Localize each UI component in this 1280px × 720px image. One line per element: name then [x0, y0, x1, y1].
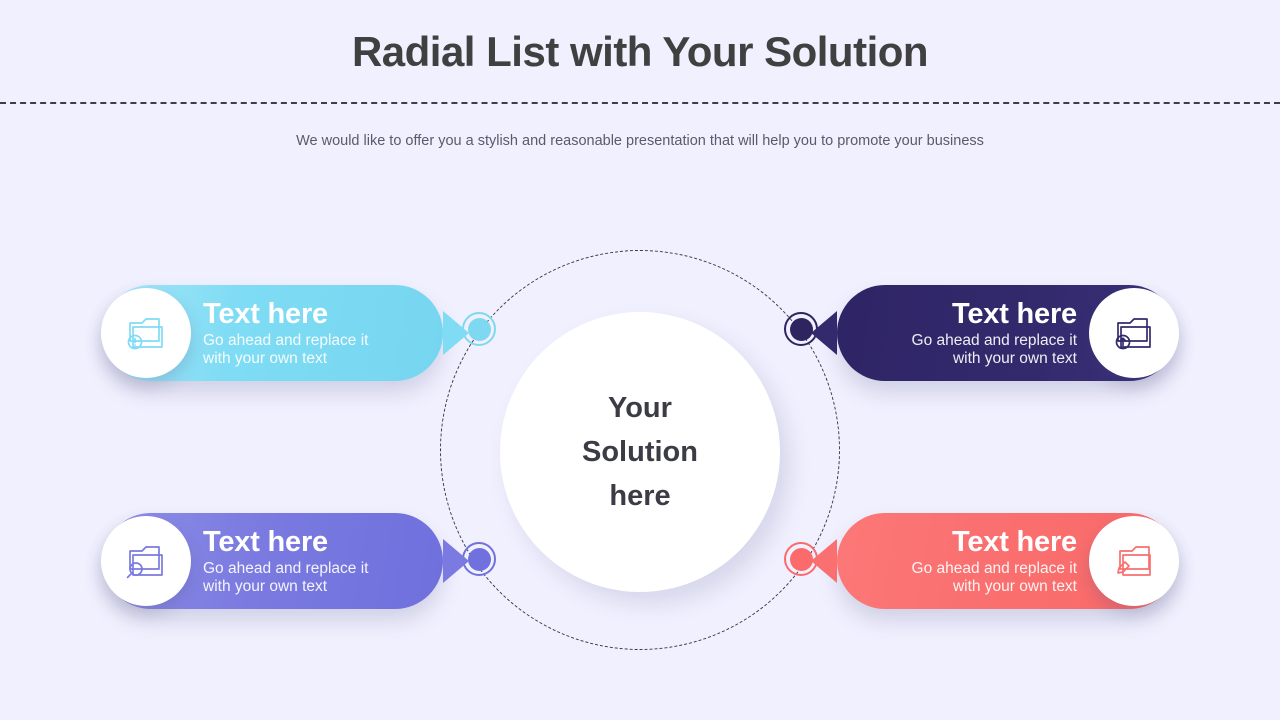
card-icon-badge-bottom-right [1089, 516, 1179, 606]
card-body-top-left: Text here Go ahead and replace it with y… [103, 297, 443, 367]
card-tail [443, 539, 469, 583]
card-tail [811, 539, 837, 583]
card-description-line-2: with your own text [203, 349, 328, 367]
card-title: Text here [952, 525, 1077, 558]
card-icon-badge-top-left [101, 288, 191, 378]
connector-core-icon [789, 547, 813, 571]
card-bottom-left[interactable]: Text here Go ahead and replace it with y… [101, 513, 469, 609]
card-description-line-1: Go ahead and replace it [911, 560, 1077, 578]
card-body-top-right: Text here Go ahead and replace it with y… [837, 297, 1177, 367]
page-title: Radial List with Your Solution [351, 28, 929, 75]
card-icon-badge-top-right [1089, 288, 1179, 378]
card-tail [811, 311, 837, 355]
center-solution-text: Your Solution here [582, 386, 698, 518]
card-description: Go ahead and replace it with your own te… [203, 560, 425, 595]
connector-core-icon [467, 317, 491, 341]
card-description-line-1: Go ahead and replace it [911, 332, 1077, 350]
card-top-left[interactable]: Text here Go ahead and replace it with y… [101, 285, 469, 381]
connector-core-icon [467, 547, 491, 571]
card-description: Go ahead and replace it with your own te… [203, 332, 425, 367]
card-description-line-1: Go ahead and replace it [203, 332, 369, 350]
card-icon-badge-bottom-left [101, 516, 191, 606]
card-description-line-2: with your own text [952, 577, 1077, 595]
folder-upload-icon [1115, 318, 1151, 350]
radial-dashed-ring [440, 250, 840, 650]
card-body-bottom-left: Text here Go ahead and replace it with y… [103, 525, 443, 595]
center-solution-circle[interactable]: Your Solution here [500, 312, 780, 592]
center-line-2: Solution [582, 435, 698, 468]
card-tail [443, 311, 469, 355]
folder-search-icon [126, 546, 163, 579]
page-subtitle: We would like to offer you a stylish and… [296, 133, 984, 149]
center-line-1: Your [608, 391, 672, 424]
card-body-bottom-right: Text here Go ahead and replace it with y… [837, 525, 1177, 595]
center-line-3: here [609, 480, 671, 513]
folder-edit-icon [1117, 546, 1151, 576]
card-description-line-2: with your own text [203, 577, 328, 595]
connector-core-icon [789, 317, 813, 341]
card-description-line-1: Go ahead and replace it [203, 560, 369, 578]
card-description-line-2: with your own text [952, 349, 1077, 367]
card-title: Text here [952, 297, 1077, 330]
card-title: Text here [203, 297, 328, 330]
header-divider [0, 102, 1280, 104]
card-top-right[interactable]: Text here Go ahead and replace it with y… [811, 285, 1179, 381]
card-description: Go ahead and replace it with your own te… [855, 560, 1077, 595]
card-description: Go ahead and replace it with your own te… [855, 332, 1077, 367]
card-bottom-right[interactable]: Text here Go ahead and replace it with y… [811, 513, 1179, 609]
card-title: Text here [203, 525, 328, 558]
folder-alert-icon [127, 318, 163, 350]
